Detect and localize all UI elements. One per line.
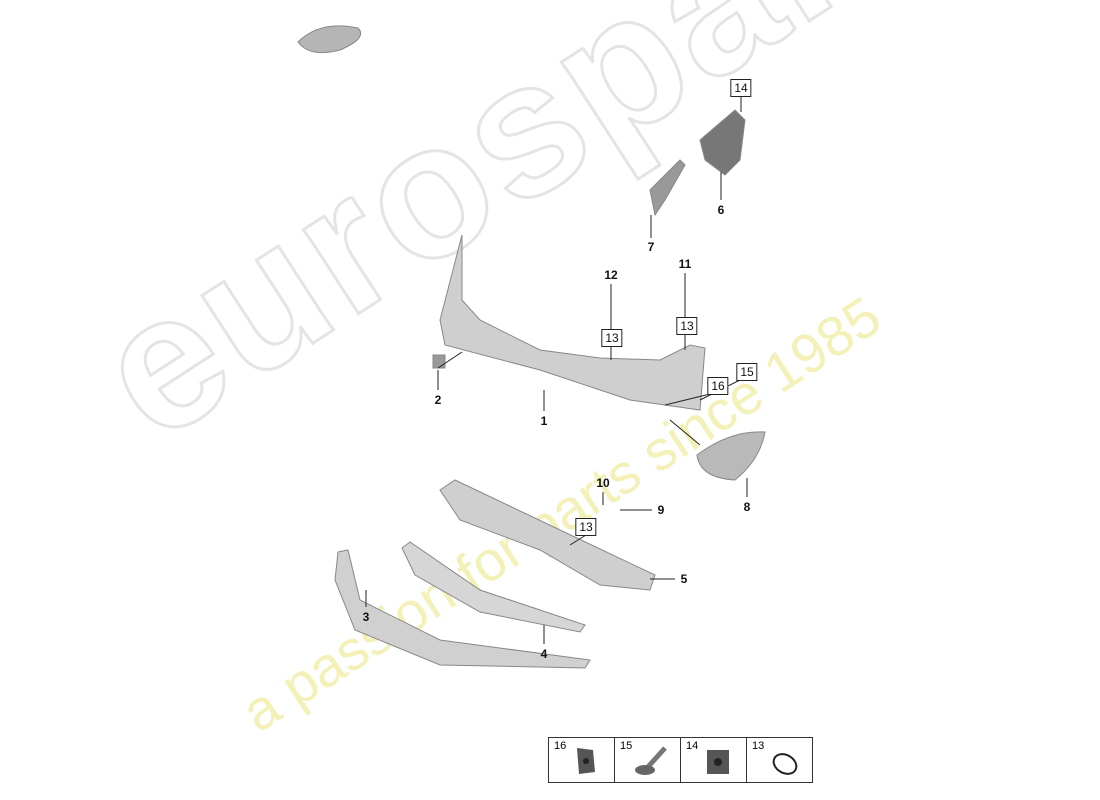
callout-13: 13 [676, 317, 698, 335]
callout-3: 3 [362, 610, 370, 624]
part-7-bracket [649, 159, 686, 217]
legend-label: 14 [686, 740, 699, 752]
fastener-legend: 16 15 14 13 [548, 737, 813, 783]
callout-10: 10 [596, 476, 610, 490]
callout-5: 5 [680, 572, 688, 586]
part-3-lip [334, 549, 591, 669]
callout-12: 12 [604, 268, 618, 282]
callout-13: 13 [575, 518, 597, 536]
legend-label: 16 [554, 740, 567, 752]
callout-14: 14 [730, 79, 752, 97]
clip-nut-icon [577, 748, 595, 774]
legend-label: 13 [752, 740, 765, 752]
part-5-grille [439, 479, 656, 591]
part-2-bracket [432, 354, 446, 369]
callout-2: 2 [434, 393, 442, 407]
callout-7: 7 [647, 240, 655, 254]
callout-13: 13 [601, 329, 623, 347]
cage-nut-icon [707, 750, 729, 774]
legend-label: 15 [620, 740, 633, 752]
o-ring-icon [772, 753, 798, 775]
part-8-trim [696, 431, 766, 481]
car-thumbnail [297, 25, 362, 54]
part-6-bracket [699, 109, 746, 176]
callout-16: 16 [707, 377, 729, 395]
callout-1: 1 [540, 414, 548, 428]
callout-11: 11 [678, 257, 692, 271]
callout-4: 4 [540, 647, 548, 661]
legend-item-16: 16 [549, 738, 615, 782]
legend-item-13: 13 [747, 738, 812, 782]
legend-item-15: 15 [615, 738, 681, 782]
part-4-spoiler [401, 541, 586, 633]
callout-6: 6 [717, 203, 725, 217]
callout-15: 15 [736, 363, 758, 381]
expanding-rivet-icon [635, 746, 667, 775]
part-1-bumper-cover [439, 234, 706, 411]
legend-item-14: 14 [681, 738, 747, 782]
callout-8: 8 [743, 500, 751, 514]
callout-9: 9 [657, 503, 665, 517]
